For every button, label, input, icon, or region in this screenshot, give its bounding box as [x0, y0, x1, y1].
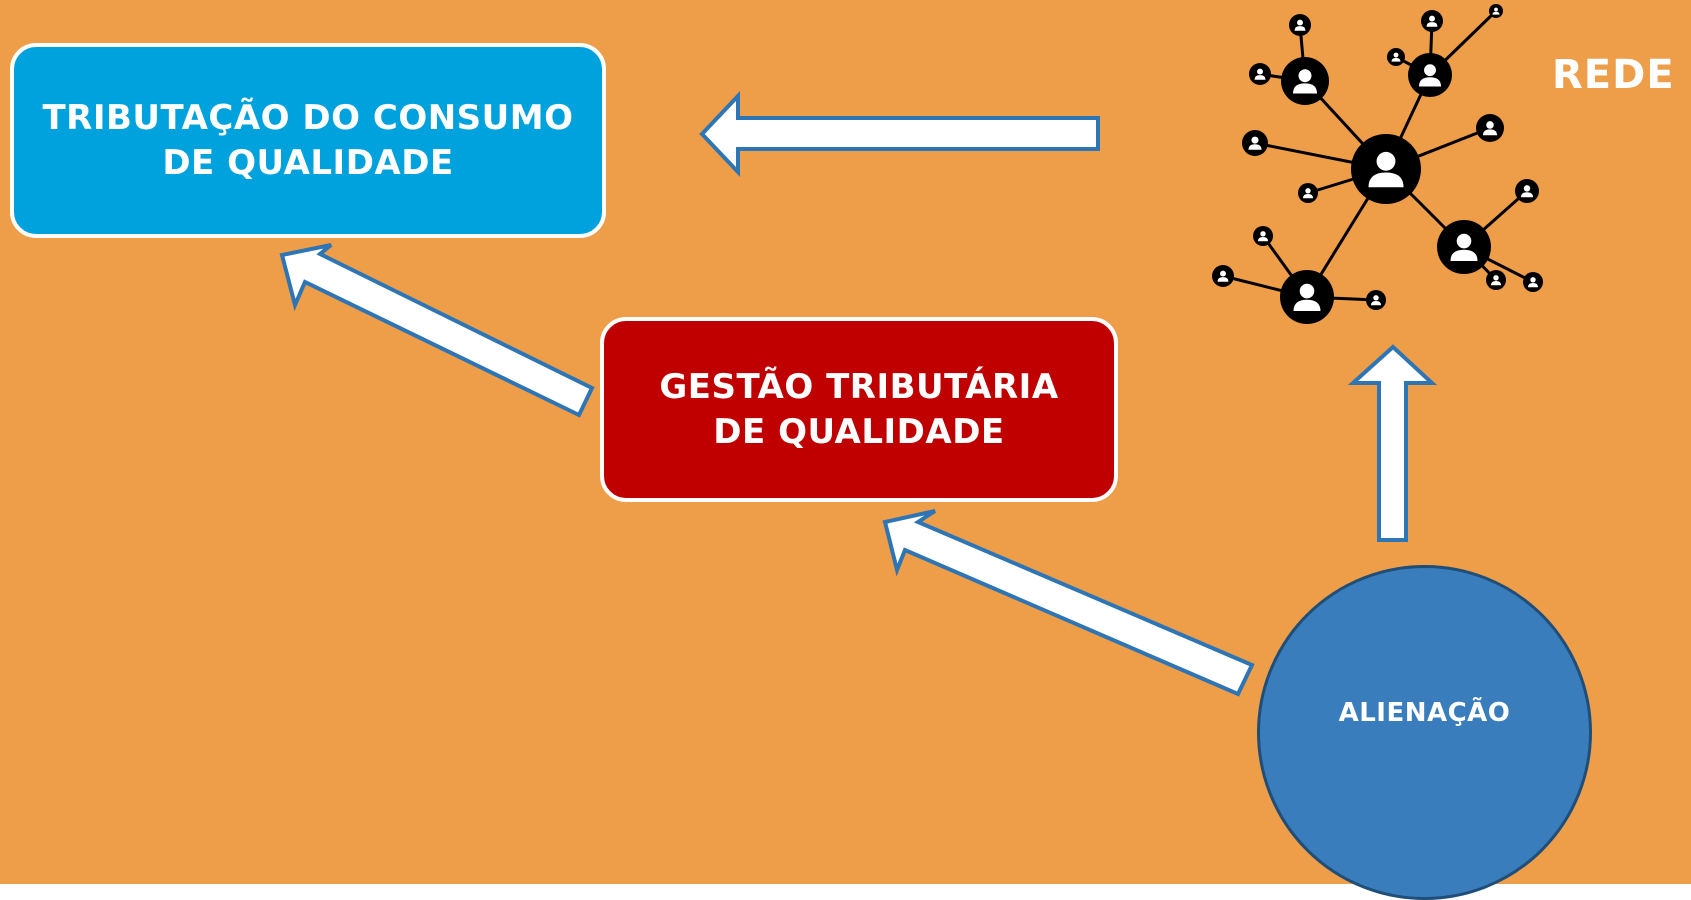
box-consumo-line-2: DE QUALIDADE	[162, 142, 454, 183]
box-consumo-line-1: TRIBUTAÇÃO DO CONSUMO	[42, 97, 574, 138]
person-icon	[1212, 265, 1234, 287]
box-gestao-line-2: DE QUALIDADE	[713, 411, 1005, 452]
box-gestao-line-1: GESTÃO TRIBUTÁRIA	[659, 366, 1059, 407]
person-icon	[1523, 272, 1543, 292]
network-nodes	[1212, 4, 1543, 324]
circle-alienacao-label: ALIENAÇÃO	[1338, 697, 1511, 728]
network-people-icon	[1212, 4, 1543, 324]
person-icon	[1289, 14, 1311, 36]
box-tributacao-consumo: TRIBUTAÇÃO DO CONSUMO DE QUALIDADE	[10, 43, 606, 238]
person-icon	[1249, 63, 1271, 85]
circle-alienacao: ALIENAÇÃO	[1257, 565, 1592, 900]
arrow-rede-to-consumo	[699, 90, 1100, 178]
person-icon	[1437, 220, 1491, 274]
arrow-alienacao-to-rede	[1347, 344, 1438, 542]
person-icon	[1298, 183, 1318, 203]
person-icon	[1280, 270, 1334, 324]
person-icon	[1476, 114, 1504, 142]
person-icon	[1421, 10, 1443, 32]
person-icon	[1489, 4, 1503, 18]
person-icon	[1253, 226, 1273, 246]
arrow-alienacao-to-gestao	[882, 509, 1255, 697]
person-icon	[1366, 290, 1386, 310]
person-icon	[1242, 130, 1268, 156]
person-icon	[1408, 53, 1452, 97]
person-icon	[1281, 57, 1329, 105]
box-gestao-tributaria: GESTÃO TRIBUTÁRIA DE QUALIDADE	[600, 317, 1118, 502]
arrow-gestao-to-consumo	[279, 243, 595, 418]
person-icon	[1486, 270, 1506, 290]
person-icon	[1387, 48, 1405, 66]
rede-label: REDE	[1552, 52, 1675, 98]
person-icon	[1351, 134, 1421, 204]
person-icon	[1515, 179, 1539, 203]
